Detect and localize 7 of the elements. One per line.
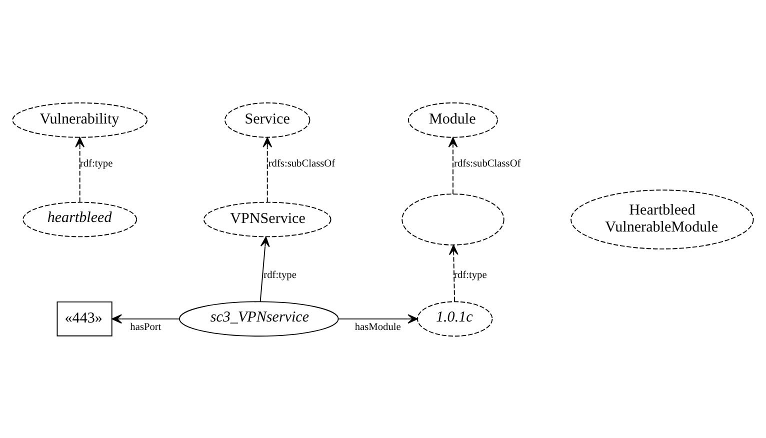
edge-label: rdf:type <box>80 158 113 169</box>
edge-label: rdf:type <box>264 269 296 280</box>
edge-label: rdfs:subClassOf <box>268 158 336 169</box>
edge-label: rdfs:subClassOf <box>454 158 521 169</box>
edge-label: hasModule <box>354 322 401 333</box>
edge-label: hasPort <box>130 322 162 333</box>
edge-label: rdf:type <box>454 269 487 280</box>
